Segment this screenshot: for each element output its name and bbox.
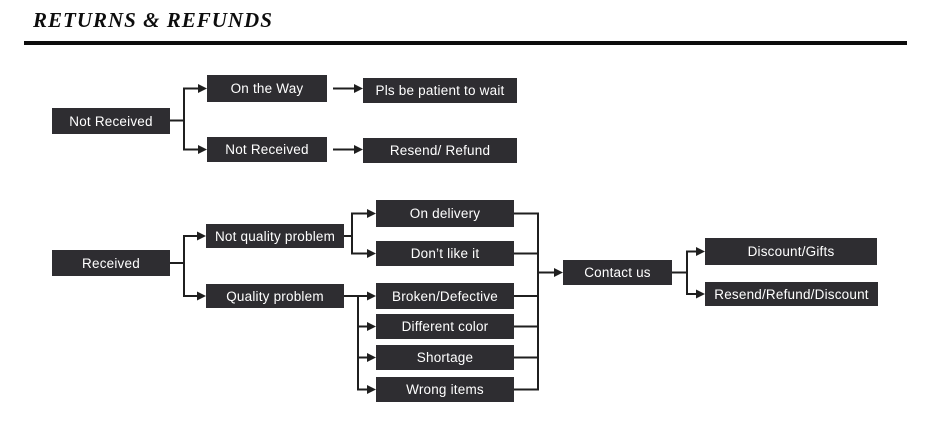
flow-node-not-quality-problem: Not quality problem <box>206 224 344 248</box>
connector-lines <box>170 87 688 391</box>
flow-node-contact-us: Contact us <box>563 260 672 285</box>
title-underline <box>24 41 907 45</box>
flow-node-resend-refund-discount: Resend/Refund/Discount <box>705 282 878 306</box>
flow-node-resend-refund: Resend/ Refund <box>363 138 517 163</box>
flow-node-discount-gifts: Discount/Gifts <box>705 238 877 265</box>
flow-node-received-root: Received <box>52 250 170 276</box>
flow-node-wrong-items: Wrong items <box>376 377 514 402</box>
connector-arrows <box>184 84 705 394</box>
flow-node-on-the-way: On the Way <box>207 75 327 102</box>
flow-node-dont-like-it: Don’t like it <box>376 241 514 266</box>
flow-node-on-delivery: On delivery <box>376 200 514 227</box>
flow-node-quality-problem: Quality problem <box>206 284 344 308</box>
flow-node-not-received-root: Not Received <box>52 108 170 134</box>
page-title: RETURNS & REFUNDS <box>33 8 273 32</box>
flow-node-different-color: Different color <box>376 314 514 339</box>
flow-node-shortage: Shortage <box>376 345 514 370</box>
flow-node-be-patient: Pls be patient to wait <box>363 78 517 103</box>
flow-node-not-received-status: Not Received <box>207 137 327 162</box>
flow-node-broken-defective: Broken/Defective <box>376 283 514 309</box>
